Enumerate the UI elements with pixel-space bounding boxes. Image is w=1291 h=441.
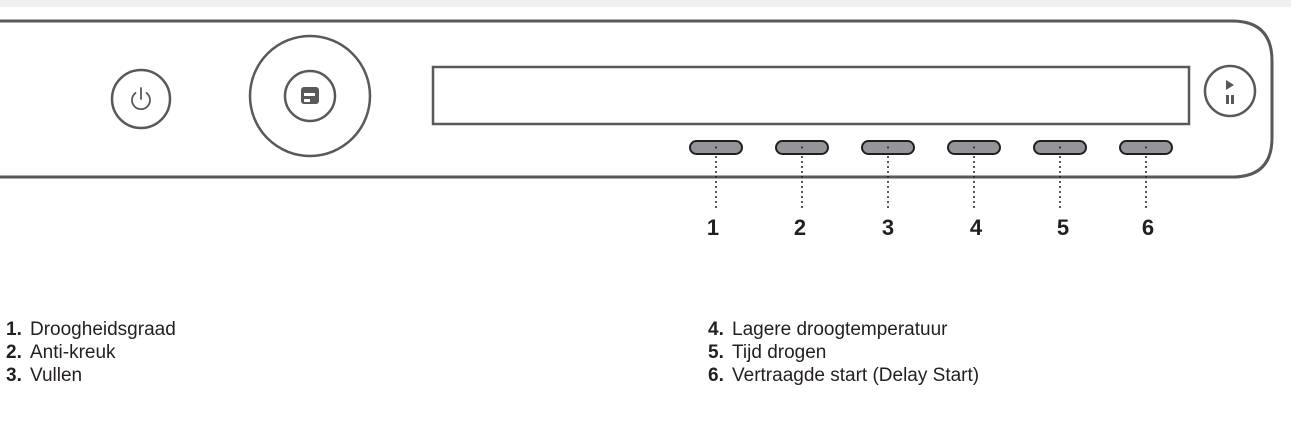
legend-number: 3. <box>6 365 22 386</box>
program-selector-icon <box>301 87 319 104</box>
play-pause-icon <box>1226 80 1234 104</box>
legend-label: Droogheidsgraad <box>30 319 176 340</box>
panel-outline <box>0 19 1274 179</box>
power-button[interactable] <box>110 68 172 130</box>
legend-item: 2. Anti-kreuk <box>6 341 176 364</box>
legend-label: Anti-kreuk <box>30 342 116 363</box>
legend-label: Vullen <box>30 365 83 386</box>
callout-number-3: 3 <box>881 215 895 240</box>
function-button-1[interactable] <box>689 140 743 155</box>
legend-number: 1. <box>6 319 22 340</box>
legend-number: 2. <box>6 342 22 363</box>
display-window <box>431 65 1191 126</box>
legend-item: 3. Vullen <box>6 364 176 387</box>
legend-label: Tijd drogen <box>732 342 827 363</box>
callout-number-2: 2 <box>793 215 807 240</box>
legend-number: 5. <box>708 342 724 363</box>
legend-number: 6. <box>708 365 724 386</box>
function-buttons <box>689 140 1173 210</box>
legend-item: 6. Vertraagde start (Delay Start) <box>708 364 979 387</box>
start-pause-button[interactable] <box>1203 64 1257 118</box>
callout-number-4: 4 <box>969 215 983 240</box>
legend-item: 4. Lagere droogtemperatuur <box>708 318 979 341</box>
legend-item: 1. Droogheidsgraad <box>6 318 176 341</box>
function-button-5[interactable] <box>1033 140 1087 155</box>
legend-label: Vertraagde start (Delay Start) <box>732 365 980 386</box>
function-button-2[interactable] <box>775 140 829 155</box>
legend-column-right: 4. Lagere droogtemperatuur 5. Tijd droge… <box>708 318 979 387</box>
power-icon <box>131 87 151 111</box>
function-button-3[interactable] <box>861 140 915 155</box>
legend-number: 4. <box>708 319 724 340</box>
legend-label: Lagere droogtemperatuur <box>732 319 948 340</box>
function-button-4[interactable] <box>947 140 1001 155</box>
function-button-6[interactable] <box>1119 140 1173 155</box>
program-selector-dial[interactable] <box>248 34 372 158</box>
callout-number-6: 6 <box>1141 215 1155 240</box>
callout-number-1: 1 <box>706 215 720 240</box>
legend-column-left: 1. Droogheidsgraad 2. Anti-kreuk 3. Vull… <box>6 318 176 387</box>
top-background-strip <box>0 0 1291 7</box>
legend-item: 5. Tijd drogen <box>708 341 979 364</box>
callout-number-5: 5 <box>1056 215 1070 240</box>
